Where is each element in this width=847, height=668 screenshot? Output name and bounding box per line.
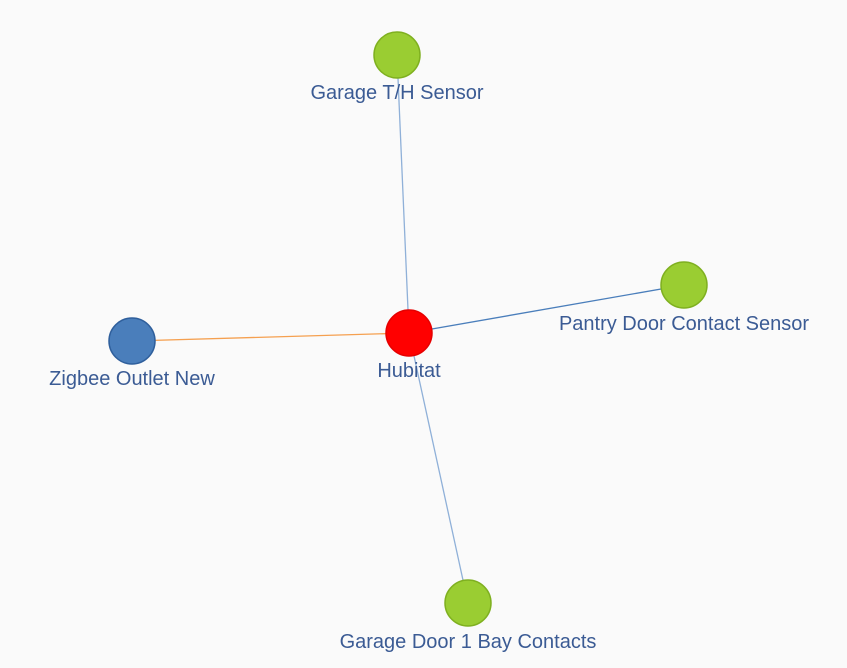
node-label: Garage T/H Sensor: [310, 82, 483, 104]
node-pantry[interactable]: Pantry Door Contact Sensor: [559, 261, 809, 335]
node-label: Hubitat: [377, 360, 441, 382]
edge-hub-garage-door: [408, 332, 469, 604]
node-hubitat[interactable]: Hubitat: [377, 309, 441, 382]
node-label: Pantry Door Contact Sensor: [559, 313, 809, 335]
node-label: Garage Door 1 Bay Contacts: [340, 631, 597, 653]
node-zigbee[interactable]: Zigbee Outlet New: [49, 317, 215, 390]
edge-hub-garage-th: [396, 54, 410, 334]
edge-hub-zigbee: [131, 332, 410, 342]
node-label: Zigbee Outlet New: [49, 368, 215, 390]
node-garage-th[interactable]: Garage T/H Sensor: [310, 31, 484, 104]
node-garage-door[interactable]: Garage Door 1 Bay Contacts: [340, 579, 597, 653]
edge-hub-pantry: [408, 284, 685, 334]
